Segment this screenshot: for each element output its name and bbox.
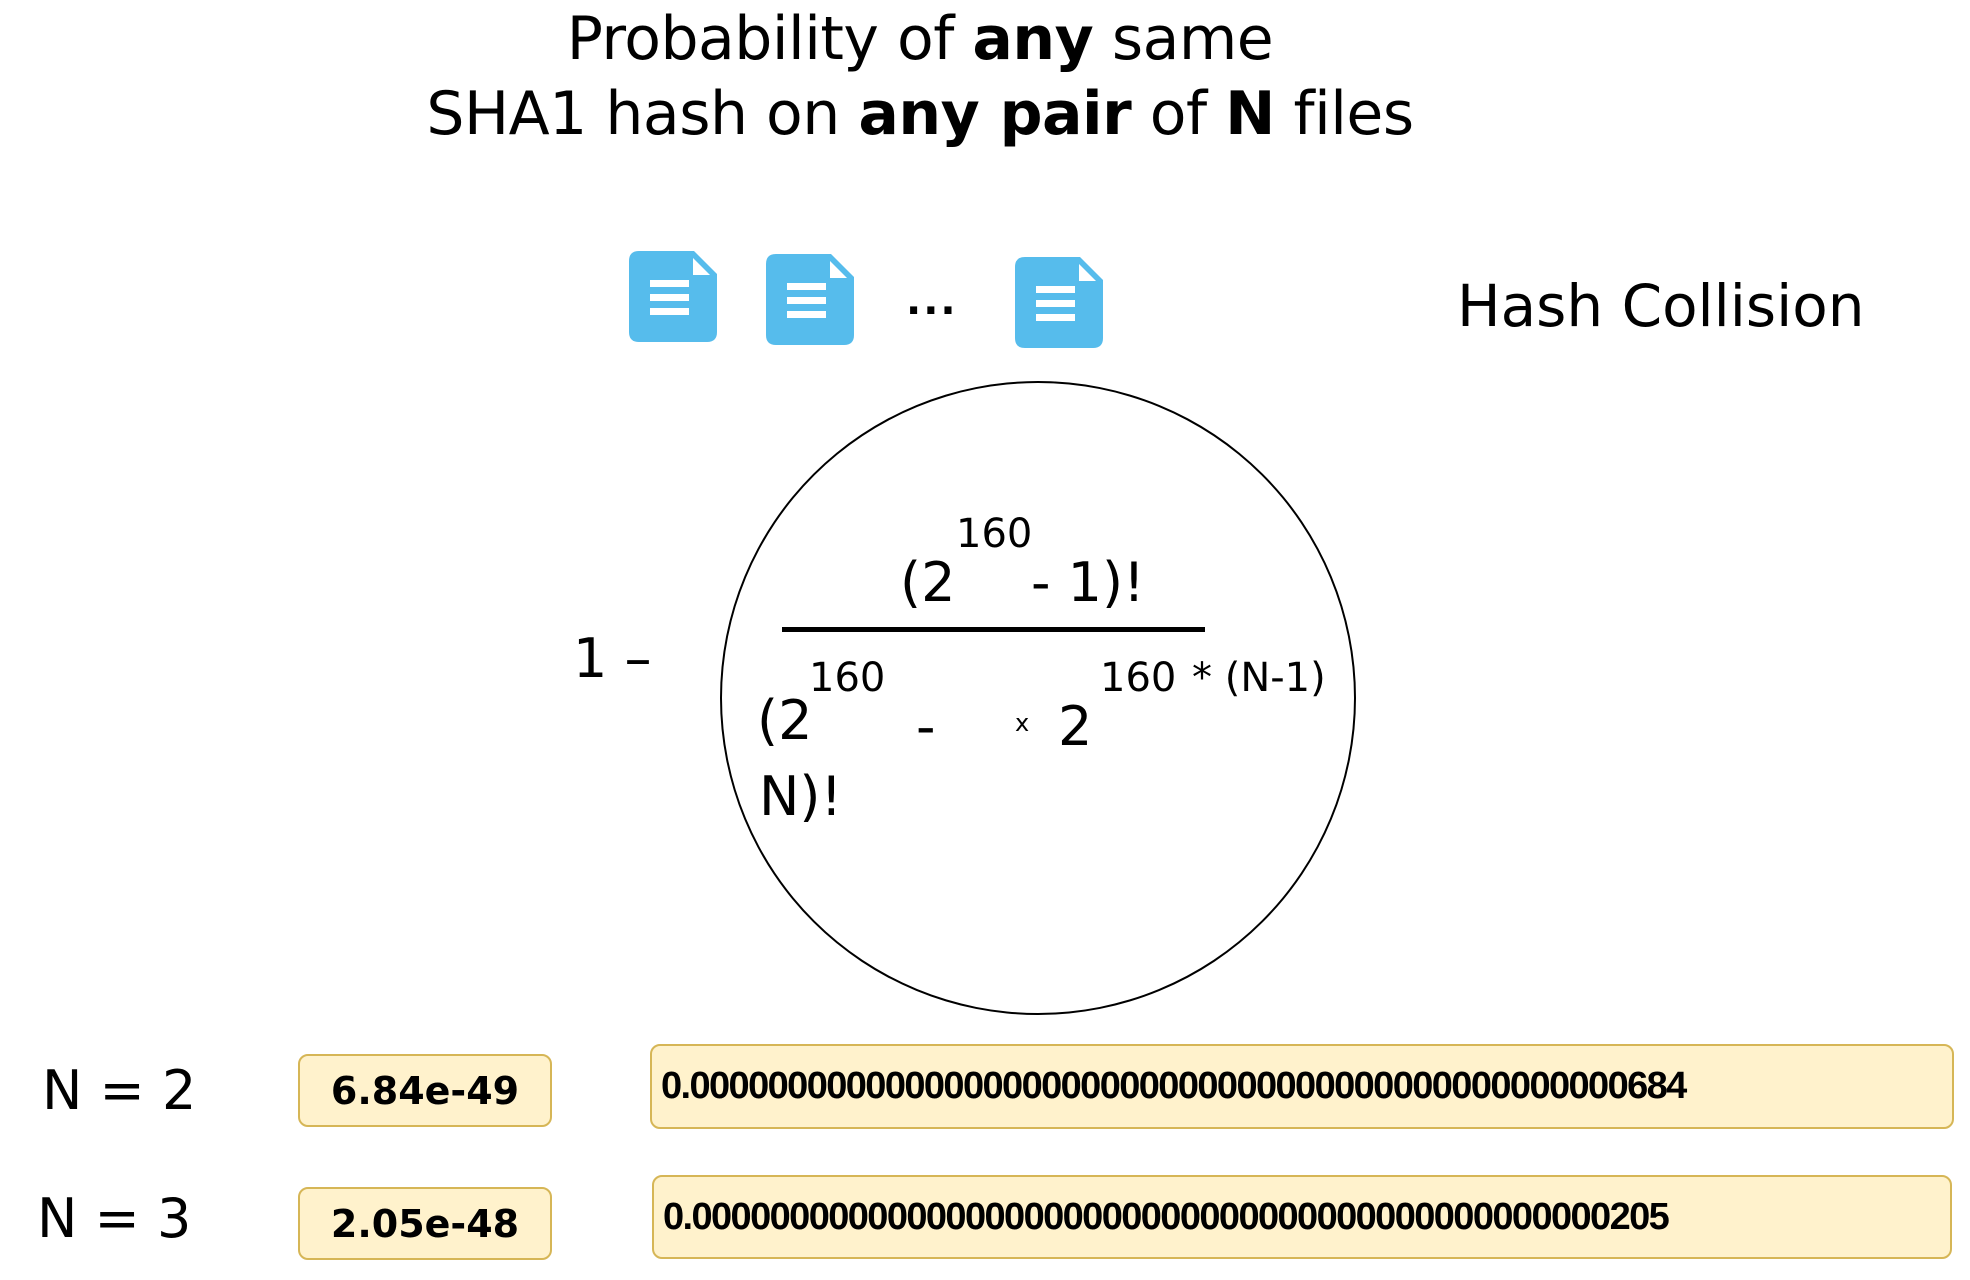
- title-emphasis: any pair: [858, 79, 1132, 149]
- fraction-line: [782, 627, 1205, 632]
- decimal-value-box: 0.00000000000000000000000000000000000000…: [652, 1175, 1952, 1259]
- ellipsis: ...: [906, 278, 958, 324]
- denominator-n-close: N)!: [759, 765, 843, 828]
- denominator-exponent-suffix: * (N-1): [1192, 655, 1326, 701]
- denominator-minus: -: [916, 695, 936, 758]
- title-line-1: Probability of any same: [0, 2, 1840, 77]
- title-text: Probability of: [566, 4, 973, 74]
- title-emphasis: any: [972, 4, 1094, 74]
- file-document-icon: [766, 254, 854, 345]
- title-text: same: [1093, 4, 1274, 74]
- hash-collision-label: Hash Collision: [1457, 272, 1865, 340]
- scientific-value-box: 2.05e-48: [298, 1187, 552, 1260]
- scientific-value-box: 6.84e-49: [298, 1054, 552, 1127]
- title-emphasis: N: [1225, 79, 1275, 149]
- numerator-open: (2: [900, 551, 956, 614]
- file-document-icon: [1015, 257, 1103, 348]
- numerator-exponent: 160: [956, 511, 1033, 557]
- formula-circle: [720, 381, 1356, 1015]
- denominator-exponent-2: 160: [1100, 655, 1177, 701]
- decimal-value-box: 0.00000000000000000000000000000000000000…: [650, 1044, 1954, 1129]
- denominator-base-2: 2: [1058, 695, 1093, 758]
- formula-one-minus: 1 –: [573, 627, 652, 690]
- n-label: N = 2: [42, 1059, 197, 1122]
- denominator-open: (2: [757, 689, 813, 752]
- numerator-rest: - 1)!: [1031, 551, 1145, 614]
- n-label: N = 3: [37, 1187, 192, 1250]
- denominator-exponent-1: 160: [809, 655, 886, 701]
- denominator-times: x: [1015, 709, 1030, 737]
- title-text: SHA1 hash on: [426, 79, 859, 149]
- diagram-title: Probability of any same SHA1 hash on any…: [0, 2, 1840, 152]
- title-text: files: [1274, 79, 1414, 149]
- title-line-2: SHA1 hash on any pair of N files: [0, 77, 1840, 152]
- title-text: of: [1131, 79, 1226, 149]
- file-document-icon: [629, 251, 717, 342]
